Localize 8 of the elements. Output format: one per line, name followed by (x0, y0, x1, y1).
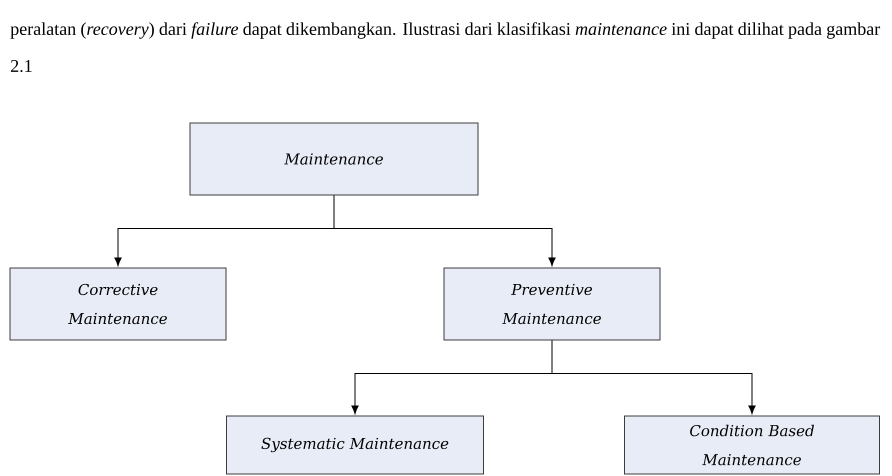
paragraph-text: peralatan (recovery) dari failure dapat dikembangkan. Ilustrasi dari klasifikasi maintenance ini dapat dilihat pada gambar 2.1 (10, 22, 880, 72)
box: Corrective Maintenance (10, 268, 226, 340)
arrow (334, 195, 556, 266)
box: Systematic Maintenance (226, 416, 484, 474)
box: Maintenance (190, 122, 478, 196)
box: Condition Based Maintenance (624, 416, 880, 474)
box: Preventive Maintenance (444, 268, 660, 340)
arrow (552, 340, 756, 414)
